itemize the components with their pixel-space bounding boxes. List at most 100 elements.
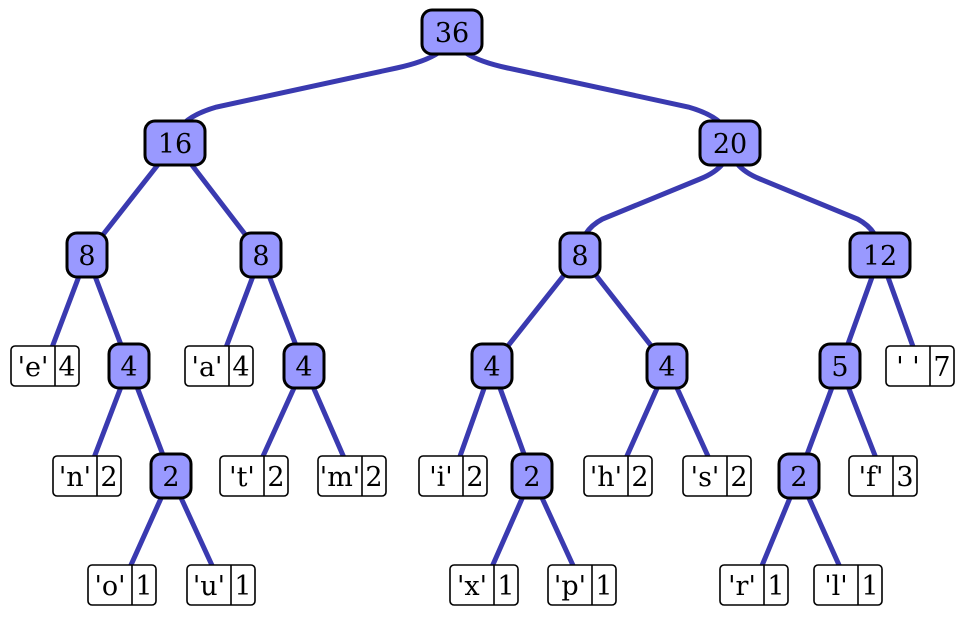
leaf-node-box xyxy=(186,564,256,606)
leaf-node-box xyxy=(848,455,918,497)
leaf-count: 1 xyxy=(497,571,514,602)
internal-node: 4 xyxy=(645,342,689,390)
internal-node: 4 xyxy=(282,342,326,390)
internal-node: 2 xyxy=(777,452,821,500)
leaf-node: 'i' 2 xyxy=(418,455,488,497)
leaf-count: 4 xyxy=(58,352,75,383)
internal-node-weight: 8 xyxy=(78,241,95,272)
leaf-char: 'l' xyxy=(824,571,847,602)
leaf-node-box xyxy=(52,455,122,497)
tree-edge xyxy=(449,29,733,146)
leaf-char: 't' xyxy=(229,462,255,493)
leaf-count: 1 xyxy=(135,571,152,602)
tree-edge xyxy=(172,29,455,146)
leaf-node: ' ' 7 xyxy=(885,345,955,387)
leaf-char: 'i' xyxy=(429,462,452,493)
leaf-node: 'u' 1 xyxy=(186,564,256,606)
internal-node-weight: 8 xyxy=(252,241,269,272)
leaf-node: 'n' 2 xyxy=(52,455,122,497)
leaf-char: 'n' xyxy=(59,462,91,493)
internal-node: 20 xyxy=(698,119,762,167)
internal-node-box xyxy=(149,452,193,500)
internal-node: 8 xyxy=(239,231,283,279)
internal-node-box xyxy=(107,342,151,390)
leaf-char: 'm' xyxy=(320,462,360,493)
leaf-char: 's' xyxy=(691,462,720,493)
internal-node: 4 xyxy=(107,342,151,390)
internal-node: 8 xyxy=(65,231,109,279)
internal-node-weight: 4 xyxy=(658,352,675,383)
internal-node-box xyxy=(143,119,207,167)
leaf-count: 4 xyxy=(232,352,249,383)
leaf-node-box xyxy=(449,564,519,606)
leaf-node: 't' 2 xyxy=(219,455,289,497)
internal-node-box xyxy=(420,8,484,56)
leaf-char: 'o' xyxy=(94,571,125,602)
leaf-count: 1 xyxy=(767,571,784,602)
leaf-count: 3 xyxy=(896,462,913,493)
leaf-node: 'x' 1 xyxy=(449,564,519,606)
leaf-node-box xyxy=(813,564,883,606)
leaf-node-box xyxy=(682,455,752,497)
internal-node-box xyxy=(698,119,762,167)
leaf-char: 'x' xyxy=(457,571,487,602)
leaf-node-box xyxy=(885,345,955,387)
leaf-count: 2 xyxy=(466,462,483,493)
internal-node-weight: 16 xyxy=(158,129,192,160)
internal-node-weight: 5 xyxy=(831,352,848,383)
internal-node-box xyxy=(777,452,821,500)
leaf-char: 'e' xyxy=(18,352,49,383)
leaf-node: 'p' 1 xyxy=(547,564,617,606)
internal-node-weight: 2 xyxy=(162,462,179,493)
leaf-count: 1 xyxy=(861,571,878,602)
internal-node-weight: 4 xyxy=(120,352,137,383)
leaf-count: 2 xyxy=(365,462,382,493)
leaf-node-box xyxy=(87,564,157,606)
leaf-count: 2 xyxy=(631,462,648,493)
leaf-node: 'o' 1 xyxy=(87,564,157,606)
tree-edges xyxy=(42,29,923,588)
leaf-node-box xyxy=(547,564,617,606)
leaf-node-box xyxy=(418,455,488,497)
leaf-node: 'a'4 xyxy=(184,345,254,387)
leaf-char: 'r' xyxy=(728,571,756,602)
internal-node-weight: 20 xyxy=(713,129,747,160)
leaf-node: 'h' 2 xyxy=(583,455,653,497)
internal-node-weight: 12 xyxy=(863,241,897,272)
internal-node: 2 xyxy=(149,452,193,500)
internal-node-weight: 4 xyxy=(295,352,312,383)
leaf-node-box xyxy=(184,345,254,387)
internal-node-weight: 2 xyxy=(523,462,540,493)
leaf-node-box xyxy=(583,455,653,497)
internal-node: 5 xyxy=(818,342,862,390)
internal-node-box xyxy=(558,231,602,279)
internal-node-box xyxy=(65,231,109,279)
internal-node-box xyxy=(818,342,862,390)
leaf-count: 1 xyxy=(234,571,251,602)
leaf-node-box xyxy=(10,345,80,387)
leaf-char: ' ' xyxy=(896,352,919,383)
leaf-char: 'f' xyxy=(859,462,884,493)
internal-node-box xyxy=(239,231,283,279)
internal-node-weight: 4 xyxy=(483,352,500,383)
leaf-count: 2 xyxy=(730,462,747,493)
leaf-count: 1 xyxy=(595,571,612,602)
leaf-node: 'f' 3 xyxy=(848,455,918,497)
internal-node-box xyxy=(470,342,514,390)
leaf-node-box xyxy=(219,455,289,497)
internal-node-box xyxy=(282,342,326,390)
leaf-count: 2 xyxy=(100,462,117,493)
leaf-count: 2 xyxy=(267,462,284,493)
leaf-char: 'h' xyxy=(590,462,622,493)
internal-node-box xyxy=(645,342,689,390)
leaf-node: 'm'2 xyxy=(317,455,387,497)
leaf-char: 'u' xyxy=(193,571,225,602)
internal-node-weight: 2 xyxy=(790,462,807,493)
internal-node: 8 xyxy=(558,231,602,279)
internal-node-box xyxy=(510,452,554,500)
internal-node: 36 xyxy=(420,8,484,56)
leaf-char: 'p' xyxy=(554,571,586,602)
leaf-count: 7 xyxy=(933,352,950,383)
